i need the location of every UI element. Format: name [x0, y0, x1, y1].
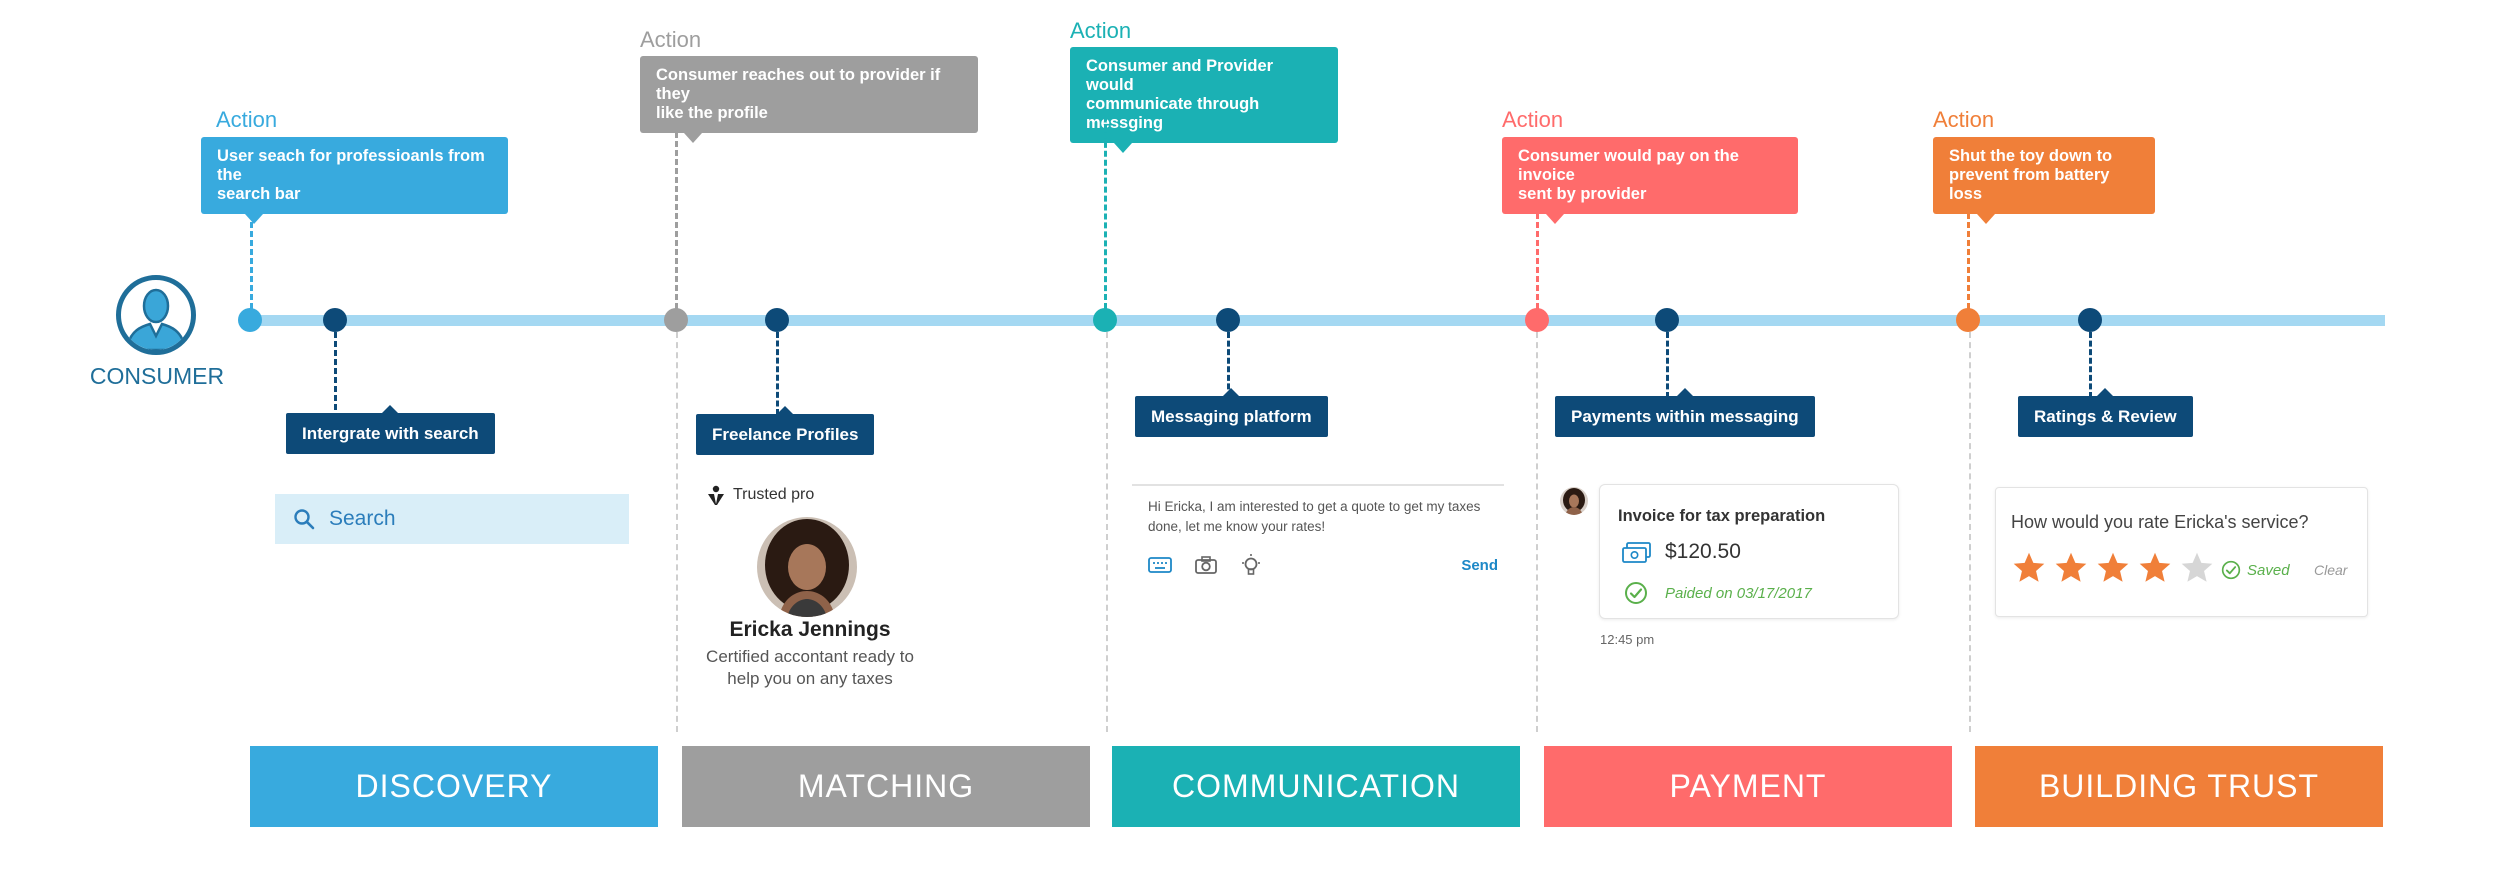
feature-label-payments: Payments within messaging: [1555, 388, 1815, 437]
message-divider: [1132, 484, 1504, 486]
action-dot-communication: [1093, 308, 1117, 332]
stage-divider: [1536, 332, 1538, 732]
send-button[interactable]: Send: [1461, 556, 1498, 574]
action-connector: [1536, 204, 1539, 309]
stage-divider: [1969, 332, 1971, 732]
feature-label-messaging: Messaging platform: [1135, 388, 1328, 437]
star-filled-icon[interactable]: [2095, 550, 2131, 586]
action-callout-matching: Consumer reaches out to provider if they…: [640, 56, 978, 143]
profile-description: Certified accontant ready to help you on…: [660, 646, 960, 690]
action-text-line: Consumer and Provider would: [1086, 57, 1274, 94]
invoice-amount: $120.50: [1665, 540, 1741, 563]
search-icon: [294, 509, 315, 530]
message-text-line: done, let me know your rates!: [1148, 519, 1326, 534]
invoice-paid-status: Paided on 03/17/2017: [1665, 585, 1812, 602]
action-text-line: prevent from battery loss: [1949, 166, 2110, 203]
feature-dot-messaging: [1216, 308, 1240, 332]
star-rating[interactable]: [2011, 550, 2221, 586]
message-timestamp: 12:45 pm: [1600, 632, 1655, 647]
message-text-line: Hi Ericka, I am interested to get a quot…: [1148, 499, 1481, 514]
profile-description-line: Certified accontant ready to: [706, 647, 914, 666]
action-connector: [675, 123, 678, 309]
action-text-line: Consumer would pay on the invoice: [1518, 147, 1739, 184]
trusted-pro-label: Trusted pro: [733, 486, 815, 503]
feature-label-profiles: Freelance Profiles: [696, 406, 875, 455]
action-text-line: communicate through messging: [1086, 95, 1260, 132]
feature-dot-profiles: [765, 308, 789, 332]
feature-connector: [334, 332, 337, 410]
action-text-line: sent by provider: [1518, 185, 1647, 203]
consumer-label: CONSUMER: [89, 363, 225, 389]
message-toolbar: Send: [1148, 553, 1498, 577]
feature-dot-payments: [1655, 308, 1679, 332]
saved-indicator: Saved: [2221, 560, 2290, 580]
feature-label-search: Intergrate with search: [286, 405, 495, 454]
action-label-communication: Action: [1070, 18, 1132, 43]
phase-payment: PAYMENT: [1544, 746, 1952, 827]
check-circle-icon: [1625, 582, 1647, 604]
avatar: [757, 517, 857, 617]
action-callout-payment: Consumer would pay on the invoice sent b…: [1502, 137, 1798, 224]
profile-name: Ericka Jennings: [729, 618, 891, 641]
feature-label-ratings: Ratings & Review: [2018, 388, 2193, 437]
action-label-payment: Action: [1502, 107, 1564, 132]
action-dot-matching: [664, 308, 688, 332]
check-circle-icon: [2221, 560, 2241, 580]
action-text-line: like the profile: [656, 104, 768, 122]
camera-icon[interactable]: [1194, 555, 1218, 575]
action-text-line: Shut the toy down to: [1949, 147, 2113, 165]
consumer-icon: [116, 275, 196, 355]
message-text: Hi Ericka, I am interested to get a quot…: [1148, 497, 1498, 537]
star-filled-icon[interactable]: [2011, 550, 2047, 586]
rating-card: How would you rate Ericka's service? Sav…: [1995, 487, 2368, 617]
action-label-discovery: Action: [216, 107, 278, 132]
search-input[interactable]: Search: [275, 494, 629, 544]
phase-building-trust: BUILDING TRUST: [1975, 746, 2383, 827]
feature-connector: [776, 332, 779, 415]
cash-icon: [1622, 542, 1651, 563]
phase-discovery: DISCOVERY: [250, 746, 658, 827]
invoice-title: Invoice for tax preparation: [1618, 507, 1826, 525]
action-connector: [250, 204, 253, 309]
lightbulb-icon[interactable]: [1240, 553, 1262, 577]
profile-description-line: help you on any taxes: [727, 669, 893, 688]
star-empty-icon[interactable]: [2179, 550, 2215, 586]
phase-communication: COMMUNICATION: [1112, 746, 1520, 827]
feature-connector: [1227, 332, 1230, 398]
trusted-pro-icon: [708, 485, 724, 505]
action-dot-discovery: [238, 308, 262, 332]
stage-divider: [1106, 332, 1108, 732]
invoice-card: Invoice for tax preparation $120.50 Paid…: [1599, 484, 1899, 619]
action-connector: [1967, 204, 1970, 309]
star-filled-icon[interactable]: [2137, 550, 2173, 586]
feature-dot-ratings: [2078, 308, 2102, 332]
action-callout-trust: Shut the toy down to prevent from batter…: [1933, 137, 2155, 224]
action-callout-communication: Consumer and Provider would communicate …: [1070, 47, 1338, 153]
action-dot-payment: [1525, 308, 1549, 332]
phase-matching: MATCHING: [682, 746, 1090, 827]
trusted-pro-badge: Trusted pro: [705, 484, 814, 506]
saved-label: Saved: [2247, 561, 2290, 579]
action-label-trust: Action: [1933, 107, 1995, 132]
search-label: Search: [329, 507, 396, 530]
action-text-line: User seach for professioanls from the: [217, 147, 485, 184]
feature-dot-search: [323, 308, 347, 332]
action-dot-trust: [1956, 308, 1980, 332]
action-connector: [1104, 115, 1107, 309]
clear-button[interactable]: Clear: [2314, 562, 2348, 578]
star-filled-icon[interactable]: [2053, 550, 2089, 586]
keyboard-icon[interactable]: [1148, 556, 1172, 574]
action-callout-discovery: User seach for professioanls from the se…: [201, 137, 508, 224]
action-text-line: search bar: [217, 185, 301, 203]
provider-avatar: [1560, 487, 1588, 515]
journey-timeline: [250, 315, 2385, 326]
stage-divider: [676, 332, 678, 732]
feature-connector: [2089, 332, 2092, 398]
rating-question: How would you rate Ericka's service?: [2011, 512, 2309, 532]
feature-connector: [1666, 332, 1669, 398]
action-label-matching: Action: [640, 27, 702, 52]
action-text-line: Consumer reaches out to provider if they: [656, 66, 941, 103]
